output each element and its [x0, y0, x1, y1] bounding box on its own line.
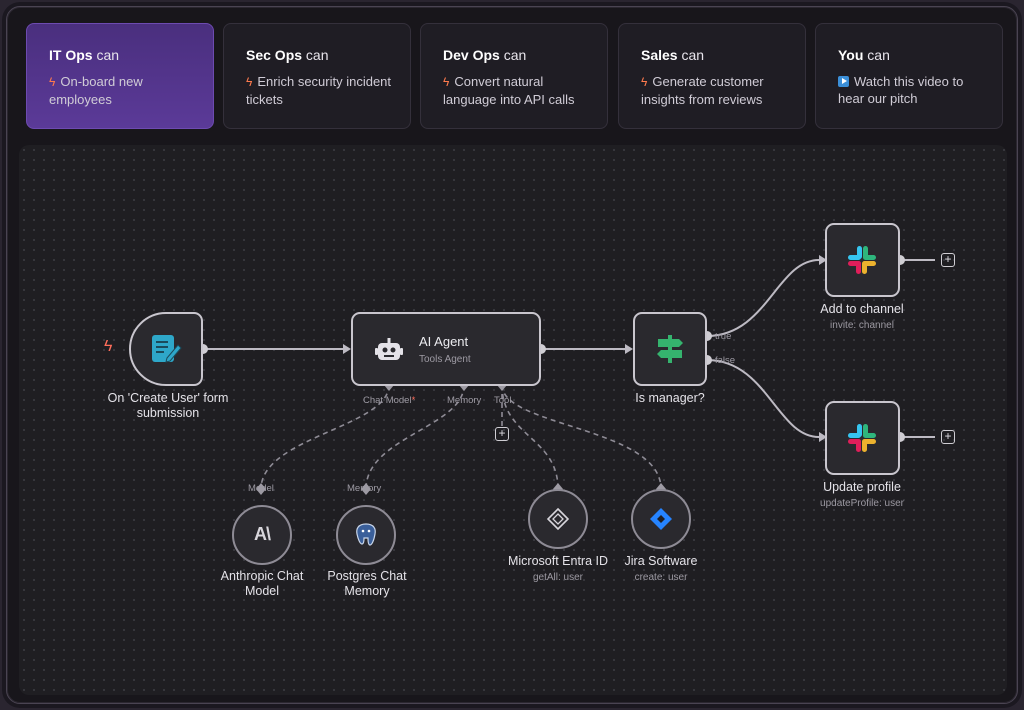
bolt-icon: ϟ — [443, 75, 450, 89]
robot-icon — [375, 338, 403, 360]
tab-team: Sec Ops — [246, 47, 303, 63]
anthropic-node[interactable]: A\ — [232, 505, 292, 565]
jira-icon — [650, 508, 672, 530]
form-icon — [152, 335, 182, 363]
add-tool-button[interactable]: + — [495, 427, 509, 441]
postgres-icon — [356, 523, 376, 546]
add-after-channel-button[interactable]: + — [941, 253, 955, 267]
tab-can: can — [305, 47, 329, 63]
slack-update-label: Update profile — [823, 480, 901, 494]
trigger-node[interactable] — [129, 312, 203, 386]
tab-team: You — [838, 47, 864, 63]
trigger-label: On 'Create User' form submission — [107, 391, 229, 420]
play-icon — [838, 76, 849, 87]
memory-port-label: Memory — [447, 395, 482, 406]
true-branch-label: true — [715, 331, 732, 342]
entra-icon — [546, 507, 570, 531]
condition-node[interactable] — [633, 312, 707, 386]
wire-model — [260, 384, 390, 490]
port-model-in — [256, 483, 266, 495]
tab-team: Dev Ops — [443, 47, 500, 63]
tab-can: can — [867, 47, 890, 63]
entra-sub: getAll: user — [532, 572, 584, 583]
agent-title: AI Agent — [419, 334, 469, 349]
postgres-label: Postgres Chat Memory — [327, 569, 407, 598]
chat-model-port-label: Chat Model* — [363, 395, 416, 406]
port-memory-in — [361, 483, 371, 495]
tab-description: Enrich security incident tickets — [246, 74, 392, 107]
slack-add-node[interactable] — [825, 223, 900, 297]
tab-can: can — [503, 47, 527, 63]
postgres-node[interactable] — [336, 505, 396, 565]
bolt-icon: ϟ — [49, 75, 56, 89]
model-port-label: Model — [248, 483, 274, 494]
required-mark: * — [411, 395, 416, 406]
trigger-bolt-icon: ϟ — [104, 338, 113, 355]
ai-agent-node[interactable]: AI Agent Tools Agent — [351, 312, 541, 386]
signpost-icon — [657, 335, 683, 363]
condition-label: Is manager? — [635, 391, 705, 405]
tool-port-label: Tool — [494, 395, 512, 406]
tab-description: On-board new employees — [49, 74, 143, 107]
tab-description: Generate customer insights from reviews — [641, 74, 764, 107]
tab-can: can — [96, 47, 120, 63]
anthropic-label: Anthropic Chat Model — [220, 569, 304, 598]
slack-update-node[interactable] — [825, 401, 900, 475]
slack-add-label: Add to channel — [820, 302, 904, 316]
add-after-profile-button[interactable]: + — [941, 430, 955, 444]
tab-you[interactable]: You can Watch this video to hear our pit… — [815, 23, 1003, 129]
arrow-condition-in — [625, 344, 633, 354]
tab-description: Convert natural language into API calls — [443, 74, 575, 107]
arrow-add-in — [819, 255, 827, 265]
wire-true-add — [706, 259, 820, 337]
tab-can: can — [681, 47, 705, 63]
tab-team: Sales — [641, 47, 678, 63]
tab-description: Watch this video to hear our pitch — [838, 74, 964, 106]
entra-node[interactable] — [528, 489, 588, 549]
bolt-icon: ϟ — [641, 75, 648, 89]
arrow-agent-in — [343, 344, 351, 354]
arrow-update-in — [819, 432, 827, 442]
agent-subtitle: Tools Agent — [419, 354, 471, 365]
false-branch-label: false — [715, 355, 736, 366]
slack-add-sub: invite: channel — [830, 320, 894, 331]
tab-team: IT Ops — [49, 47, 93, 63]
jira-sub: create: user — [634, 572, 688, 583]
bolt-icon: ϟ — [246, 75, 253, 89]
entra-label: Microsoft Entra ID — [507, 554, 609, 568]
anthropic-icon: A\ — [254, 524, 271, 544]
jira-node[interactable] — [631, 489, 691, 549]
wire-false-update — [706, 359, 820, 438]
slack-update-sub: updateProfile: user — [820, 498, 904, 509]
slack-icon — [848, 246, 876, 274]
slack-icon — [848, 424, 876, 452]
memory-in-port-label: Memory — [347, 483, 382, 494]
jira-label: Jira Software — [624, 554, 698, 568]
